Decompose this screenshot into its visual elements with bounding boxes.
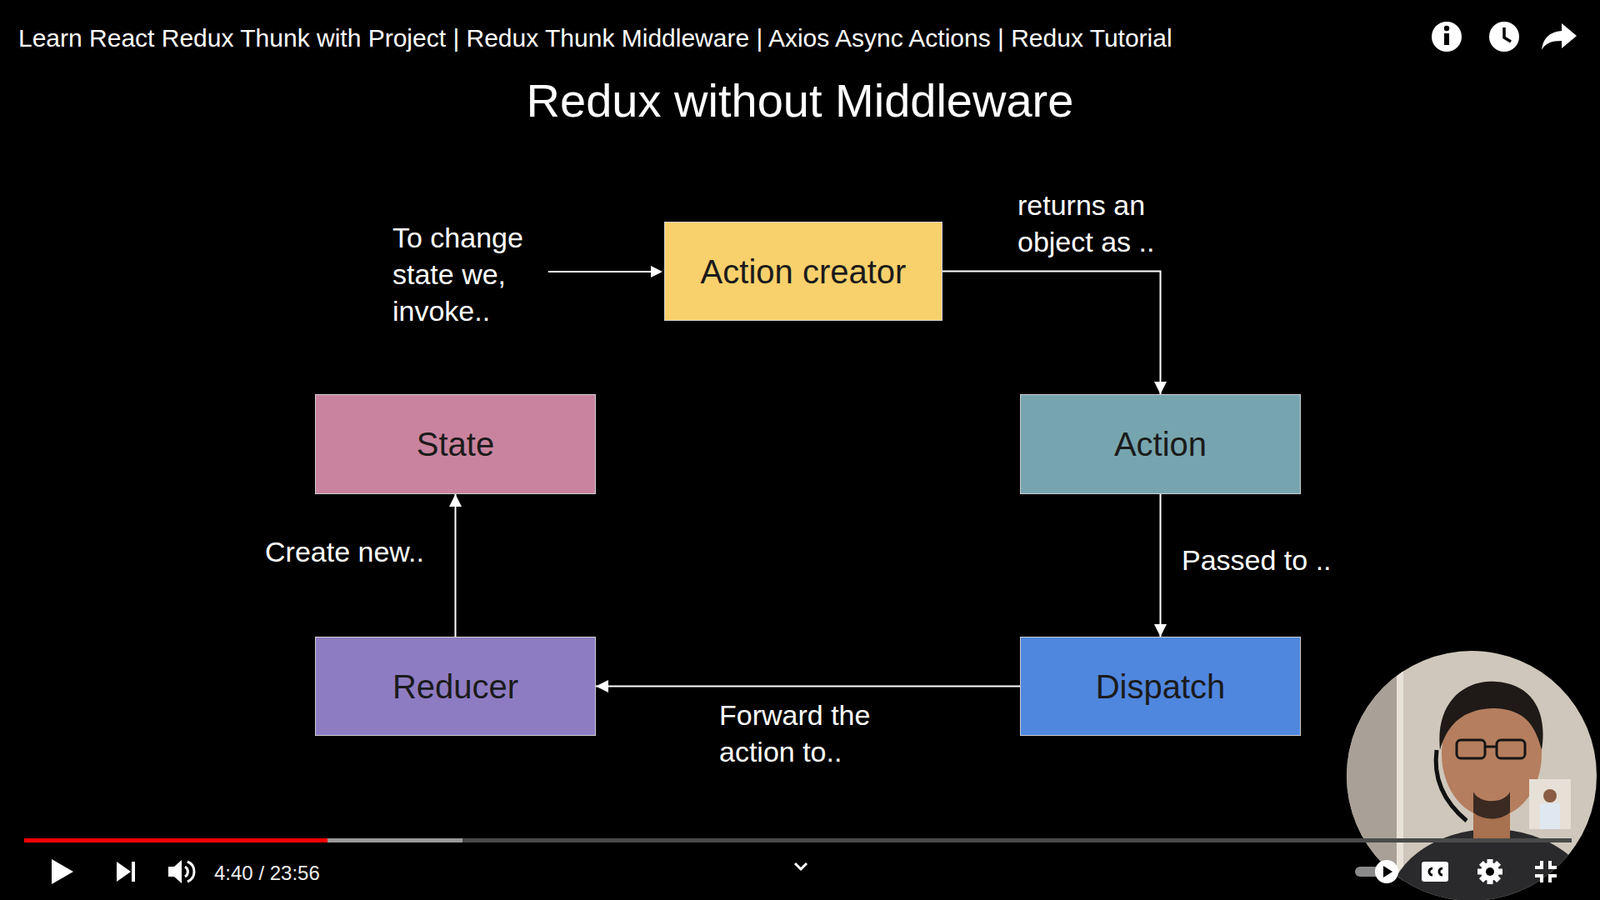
progress-buffer	[24, 838, 463, 843]
process-box: Reducer	[315, 636, 596, 736]
settings-icon	[1477, 859, 1503, 885]
flow-arrow	[455, 494, 457, 637]
flow-arrow	[942, 271, 1161, 395]
edge-label: returns an object as ..	[1017, 186, 1195, 260]
slide-heading: Redux without Middleware	[0, 73, 1600, 128]
box-label: State	[416, 424, 495, 465]
box-label: Dispatch	[1095, 666, 1226, 707]
box-label: Action creator	[700, 251, 907, 292]
leader-arrowhead	[650, 265, 663, 278]
autoplay-toggle	[1355, 860, 1399, 884]
box-label: Action	[1114, 424, 1207, 465]
share-icon	[1541, 23, 1577, 50]
clock-icon	[1489, 21, 1520, 52]
flow-arrow	[595, 685, 1020, 688]
edge-label: Forward the action to..	[719, 696, 907, 770]
flow-arrow	[1160, 494, 1162, 637]
progress-played	[24, 838, 328, 843]
volume-icon	[168, 860, 195, 884]
next-icon	[116, 861, 135, 882]
info-icon	[1431, 21, 1462, 52]
process-box: Dispatch	[1020, 636, 1301, 736]
video-title: Learn React Redux Thunk with Project | R…	[18, 21, 1173, 55]
process-box: Action	[1020, 394, 1301, 495]
captions-icon	[1421, 861, 1449, 882]
edge-label: Create new..	[265, 533, 425, 570]
leader-arrow	[548, 270, 653, 273]
process-box: State	[315, 394, 596, 495]
play-icon	[51, 859, 74, 885]
box-label: Reducer	[392, 666, 519, 707]
leader-note: To change state we, invoke..	[392, 219, 543, 330]
edge-label: Passed to ..	[1181, 541, 1332, 579]
chevron-icon	[795, 863, 807, 870]
progress-track	[24, 838, 1572, 843]
process-box: Action creator	[664, 221, 943, 321]
webcam-bubble	[1341, 645, 1600, 900]
video-time: 4:40 / 23:56	[214, 860, 320, 886]
exit-fullscreen-icon	[1535, 860, 1557, 883]
